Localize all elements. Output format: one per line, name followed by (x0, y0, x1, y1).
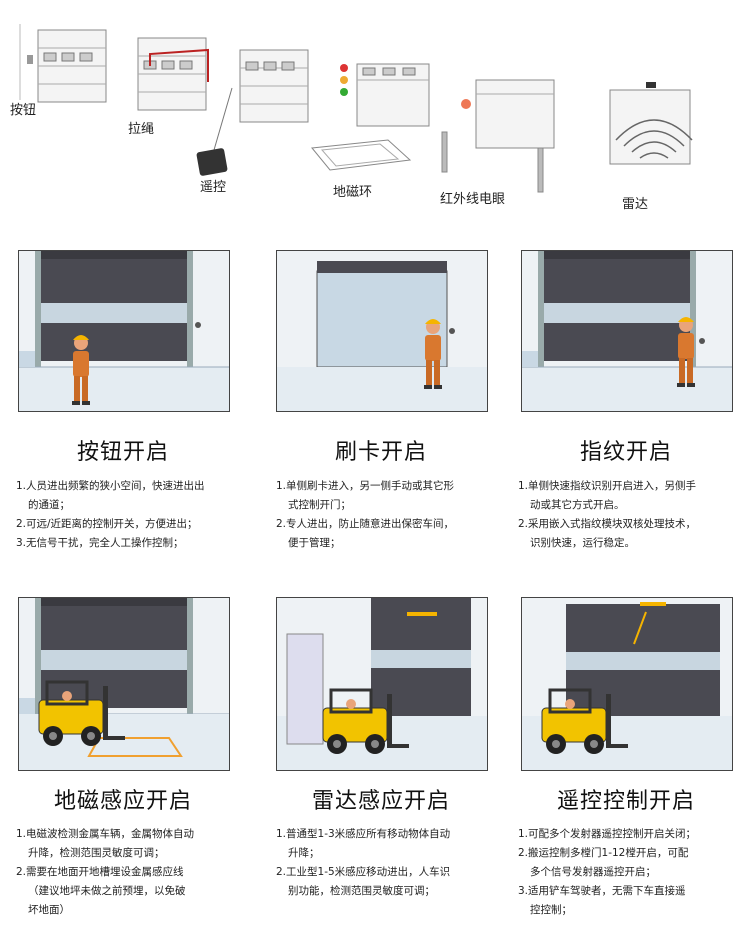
card-image-radar (276, 597, 488, 771)
desc-line: 的通道； (28, 499, 70, 511)
card-desc-card: 1.单侧刷卡进入，另一侧手动或其它形 式控制开门； 2.专人进出，防止随意进出保… (276, 477, 496, 553)
door-scene-fingerprint (522, 251, 732, 411)
desc-line: 坏地面） (28, 904, 70, 916)
forklift-scene-ground-loop (19, 598, 229, 770)
desc-line: 2.需要在地面开地槽埋设金属感应线 (16, 866, 184, 878)
door-illustration-button (27, 29, 107, 103)
desc-line: 便于管理； (288, 537, 341, 549)
door-illustration-radar (609, 82, 693, 165)
label-remote: 遥控 (200, 180, 227, 195)
card-desc-ground-loop: 1.电磁波检测金属车辆，金属物体自动 升降，检测范围灵敏度可调； 2.需要在地面… (16, 825, 240, 920)
card-desc-remote: 1.可配多个发射器遥控控制开启关闭； 2.搬运控制多樘门1-12樘开启，可配 多… (518, 825, 746, 920)
door-illustration-remote (239, 49, 309, 123)
card-title-card: 刷卡开启 (334, 440, 427, 465)
desc-line: 式控制开门； (288, 499, 351, 511)
card-title-radar: 雷达感应开启 (311, 789, 450, 814)
card-image-ground-loop (18, 597, 230, 771)
forklift-scene-radar (277, 598, 487, 770)
door-illustration-pull-rope (137, 37, 209, 111)
fingerprint-reader-icon (699, 338, 705, 344)
door-scene-button (19, 251, 229, 411)
desc-line: 2.专人进出，防止随意进出保密车间， (276, 518, 455, 530)
desc-line: 1.人员进出频繁的狭小空间，快速进出出 (16, 480, 205, 492)
desc-line: 多个信号发射器遥控开启； (530, 866, 656, 878)
control-methods-illustration (19, 24, 693, 193)
card-title-remote: 遥控控制开启 (556, 789, 695, 814)
desc-line: 3.无信号干扰，完全人工操作控制； (16, 537, 184, 549)
remote-control-illustration (196, 87, 233, 176)
push-button-icon (195, 322, 201, 328)
desc-line: 动或其它方式开启。 (530, 499, 625, 511)
desc-line: 升降； (288, 847, 320, 859)
remote-receiver-icon (640, 602, 666, 606)
door-illustration-ground-loop (311, 63, 430, 171)
desc-line: 控控制； (530, 904, 572, 916)
card-image-button (18, 250, 230, 412)
desc-line: 2.工业型1-5米感应移动进出，人车识 (276, 866, 451, 878)
card-image-fingerprint (521, 250, 733, 412)
label-ground-loop: 地磁环 (333, 185, 373, 200)
desc-line: （建议地坪未做之前预埋，以免破 (28, 885, 186, 897)
desc-line: 1.单侧刷卡进入，另一侧手动或其它形 (276, 480, 455, 492)
label-pull-rope: 拉绳 (128, 122, 155, 137)
desc-line: 3.适用铲车驾驶者，无需下车直接遥 (518, 885, 686, 897)
desc-line: 别功能，检测范围灵敏度可调； (288, 885, 435, 897)
control-methods-strip: 按钮 拉绳 遥控 地磁环 红外线电眼 雷达 (0, 0, 750, 215)
card-desc-button: 1.人员进出频繁的狭小空间，快速进出出 的通道； 2.可远/近距离的控制开关，方… (16, 477, 236, 553)
desc-line: 升降，检测范围灵敏度可调； (28, 847, 165, 859)
label-button: 按钮 (10, 103, 37, 118)
card-title-button: 按钮开启 (76, 440, 169, 465)
card-image-remote (521, 597, 733, 771)
desc-line: 2.搬运控制多樘门1-12樘开启，可配 (518, 847, 689, 859)
card-reader-icon (449, 328, 455, 334)
forklift-scene-remote (522, 598, 732, 770)
desc-line: 识别快速，运行稳定。 (530, 537, 635, 549)
desc-line: 1.单侧快速指纹识别开启进入，另侧手 (518, 480, 697, 492)
card-desc-radar: 1.普通型1-3米感应所有移动物体自动 升降； 2.工业型1-5米感应移动进出，… (276, 825, 504, 901)
desc-line: 2.采用嵌入式指纹模块双核处理技术， (518, 518, 697, 530)
card-desc-fingerprint: 1.单侧快速指纹识别开启进入，另侧手 动或其它方式开启。 2.采用嵌入式指纹模块… (518, 477, 746, 553)
door-illustration-infrared (441, 79, 555, 193)
desc-line: 2.可远/近距离的控制开关，方便进出； (16, 518, 198, 530)
card-image-card (276, 250, 488, 412)
desc-line: 1.普通型1-3米感应所有移动物体自动 (276, 828, 451, 840)
desc-line: 1.电磁波检测金属车辆，金属物体自动 (16, 828, 195, 840)
door-scene-card (277, 251, 487, 411)
card-title-fingerprint: 指纹开启 (579, 440, 672, 465)
radar-sensor-icon (407, 612, 437, 616)
card-title-ground-loop: 地磁感应开启 (53, 789, 192, 814)
desc-line: 1.可配多个发射器遥控控制开启关闭； (518, 828, 697, 840)
label-radar: 雷达 (622, 197, 649, 212)
label-infrared: 红外线电眼 (440, 192, 506, 207)
